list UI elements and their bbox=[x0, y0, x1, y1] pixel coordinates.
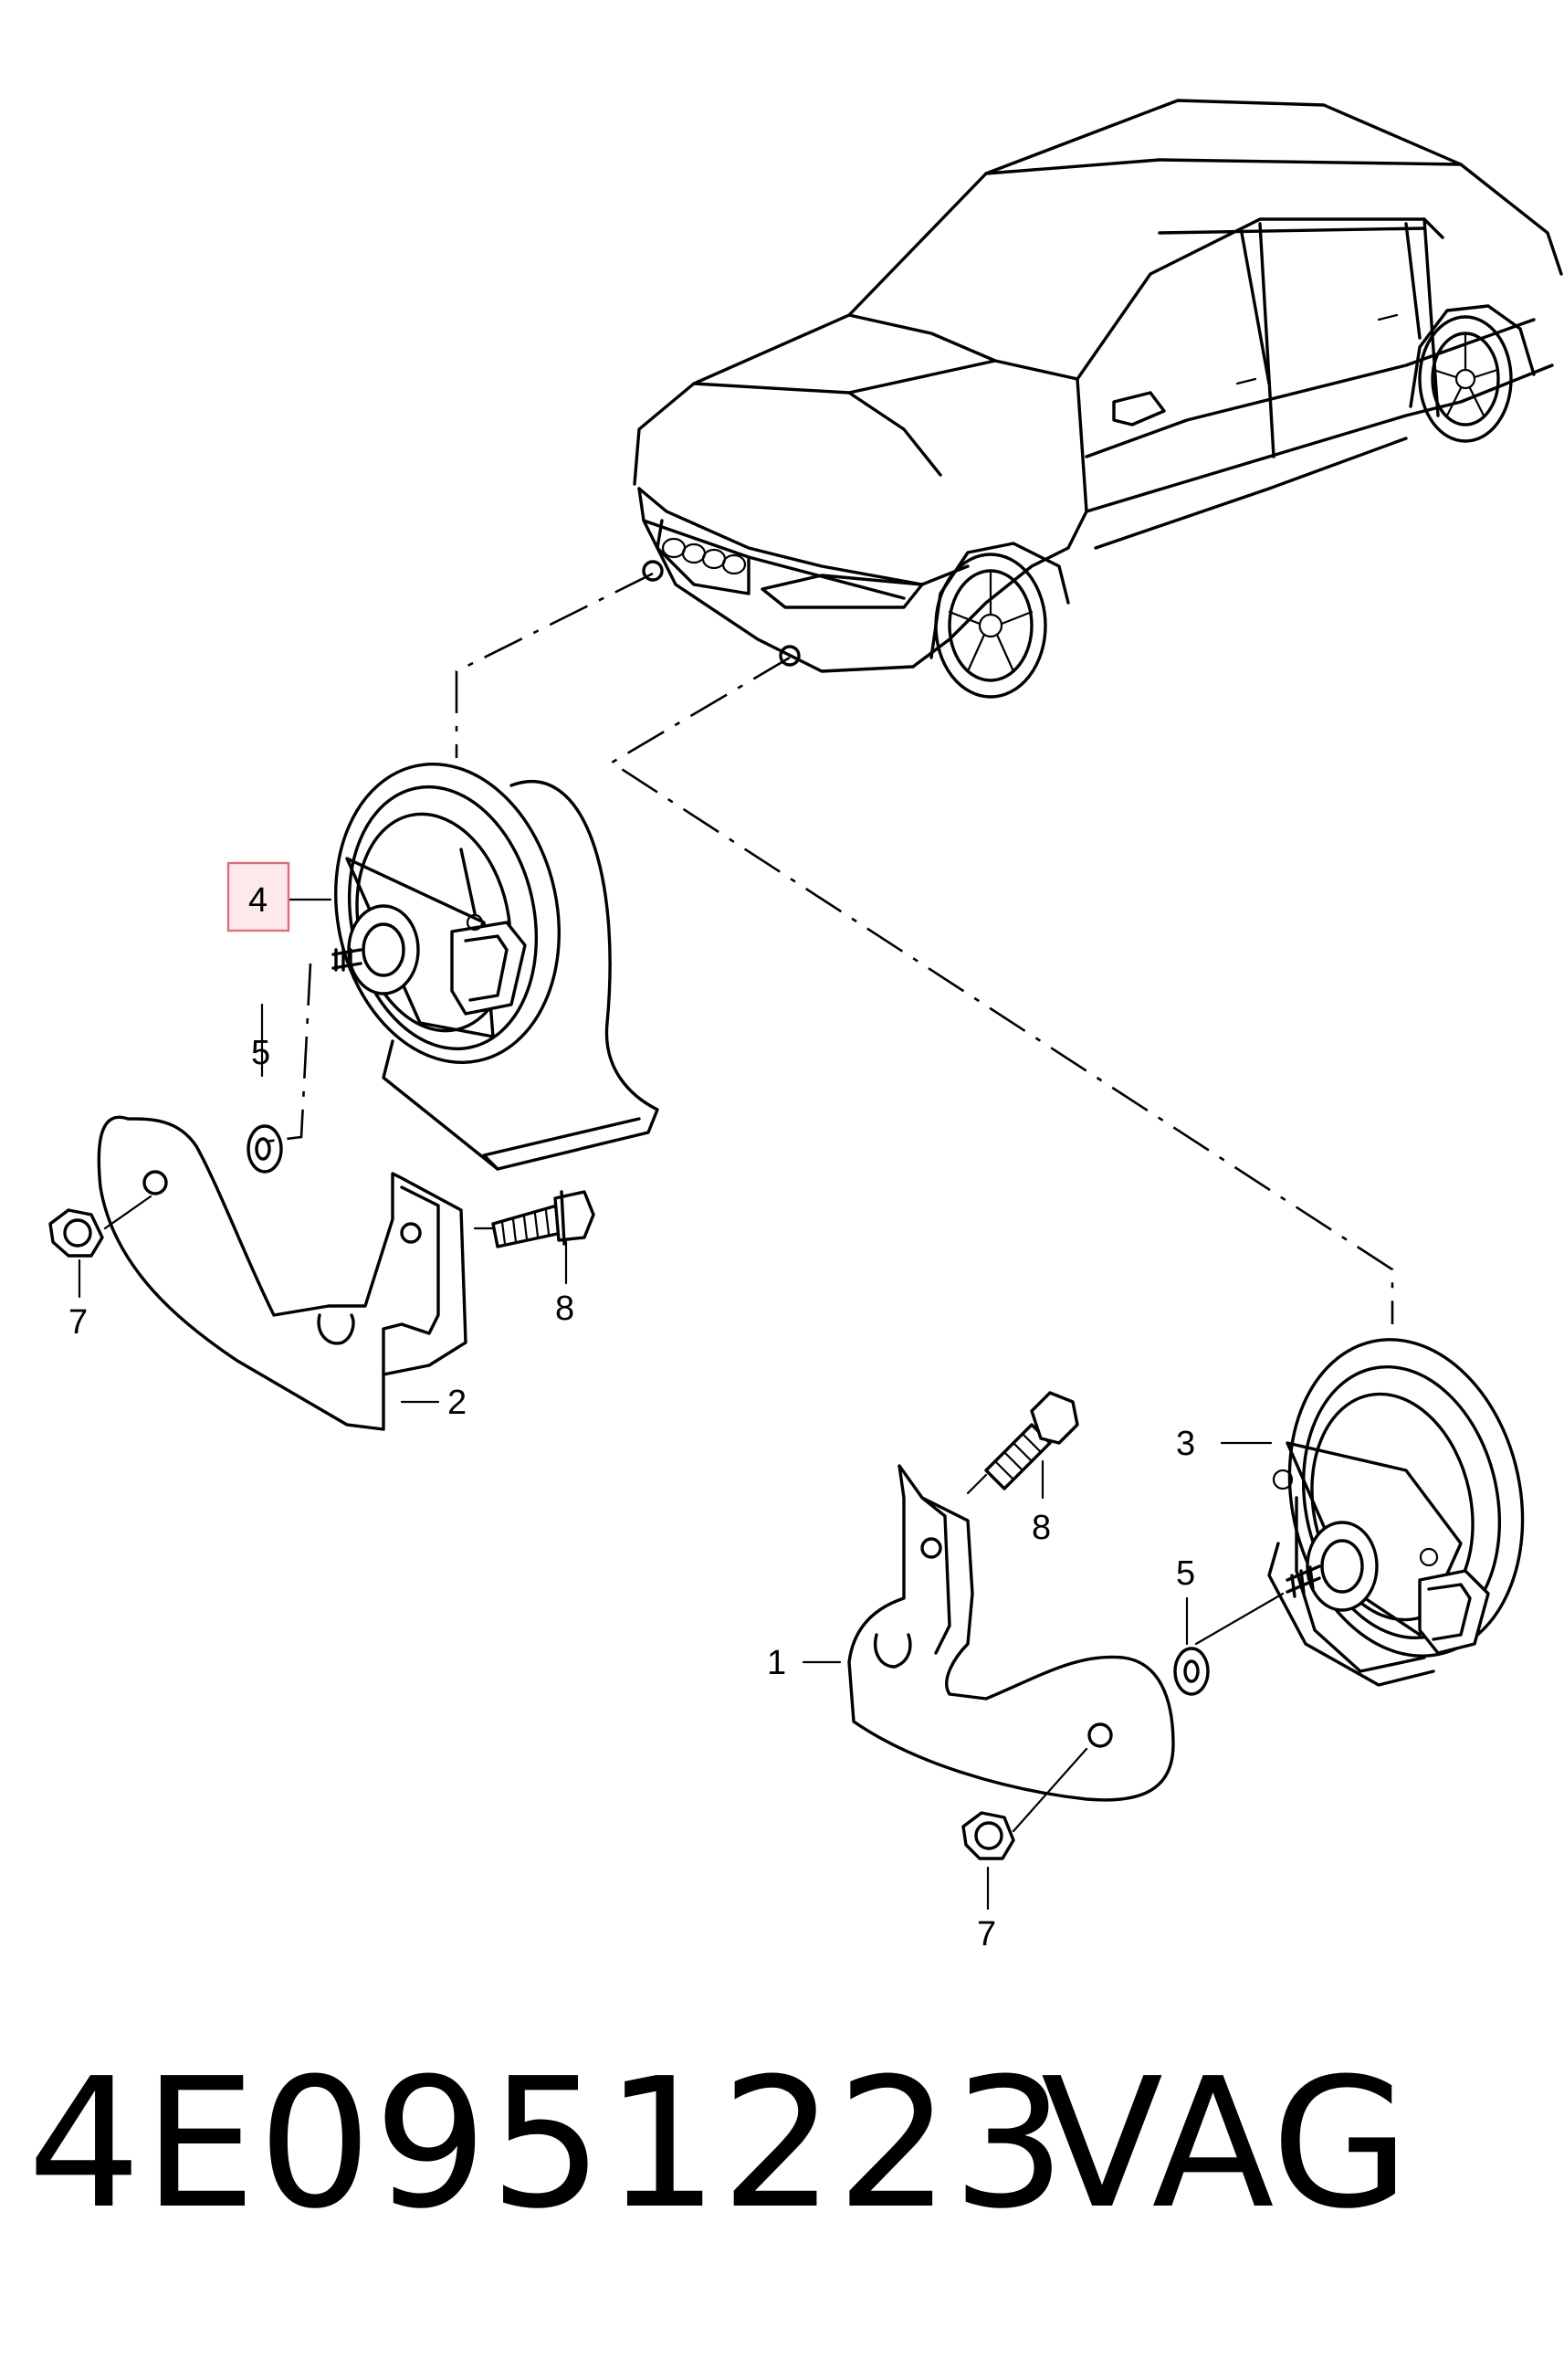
callout-7-left-label[interactable]: 7 bbox=[68, 1303, 88, 1342]
bolt-left bbox=[473, 1190, 595, 1248]
nut-left bbox=[48, 1195, 152, 1258]
callout-8-left-label[interactable]: 8 bbox=[555, 1290, 574, 1328]
horn-right bbox=[1194, 1338, 1525, 1687]
part-number: 4E0951223 bbox=[27, 2040, 1068, 2248]
brand-name: VAG bbox=[1041, 2040, 1411, 2248]
nut-right bbox=[961, 1747, 1088, 1860]
leader-lines bbox=[455, 572, 1394, 1324]
callout-3-label[interactable]: 3 bbox=[1176, 1425, 1195, 1463]
callout-4-label[interactable]: 4 bbox=[248, 881, 268, 920]
callout-4-highlight bbox=[226, 861, 290, 932]
horn-left bbox=[264, 762, 659, 1171]
callout-5-right-label[interactable]: 5 bbox=[1176, 1554, 1195, 1593]
callout-7-right-label[interactable]: 7 bbox=[977, 1915, 996, 1953]
bracket-left bbox=[97, 1115, 467, 1431]
washer-left bbox=[247, 1124, 283, 1174]
washer-right bbox=[1173, 1647, 1210, 1696]
callout-2-label[interactable]: 2 bbox=[447, 1384, 467, 1422]
callout-8-right-label[interactable]: 8 bbox=[1032, 1509, 1051, 1547]
car-illustration bbox=[633, 99, 1563, 699]
bolt-right bbox=[966, 1391, 1079, 1495]
callout-5-left-label[interactable]: 5 bbox=[251, 1034, 270, 1072]
callout-1-label[interactable]: 1 bbox=[767, 1644, 786, 1682]
bracket-right bbox=[847, 1464, 1175, 1802]
